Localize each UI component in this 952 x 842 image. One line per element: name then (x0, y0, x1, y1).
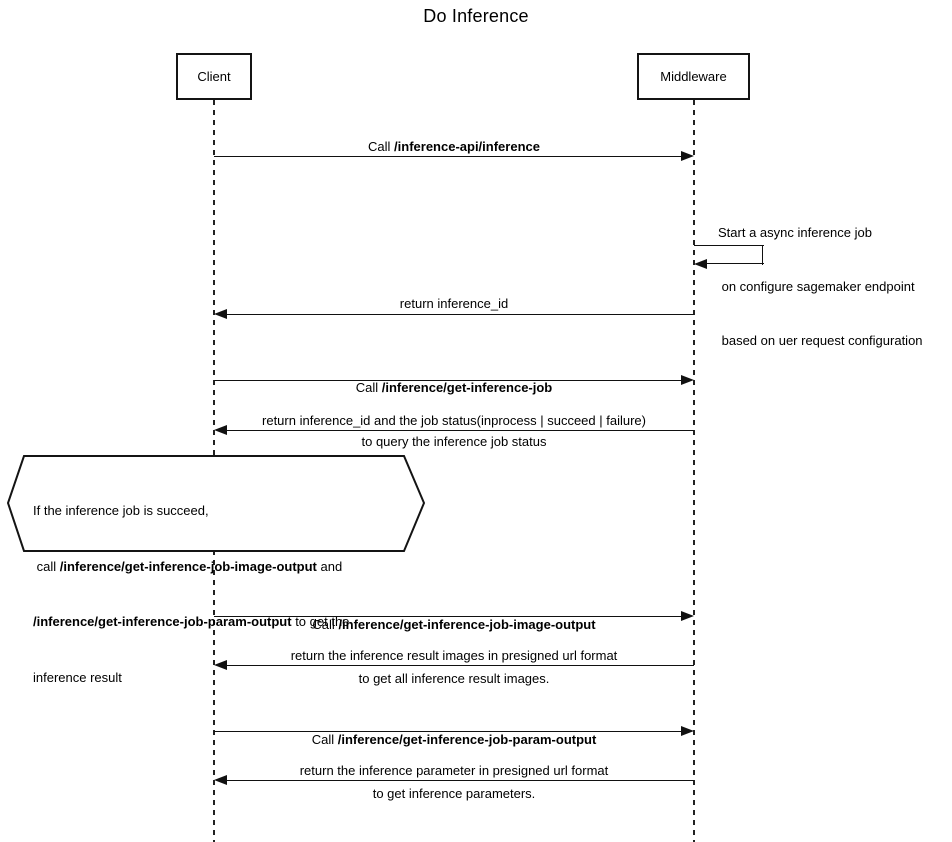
message-text-bold: /inference/get-inference-job-image-outpu… (338, 617, 596, 632)
message-arrow-return-images (227, 665, 694, 666)
conditional-note-shape (6, 455, 426, 552)
message-line: Call /inference/get-inference-job-param-… (214, 731, 694, 749)
message-arrow-return-params (227, 780, 694, 781)
self-message-line: Start a async inference job (718, 225, 872, 240)
conditional-note-text: If the inference job is succeed, call /i… (33, 465, 349, 724)
message-arrow-call-inference (214, 156, 681, 157)
message-label-call-param-output: Call /inference/get-inference-job-param-… (214, 695, 694, 839)
arrowhead-left-icon (214, 660, 227, 671)
message-label-return-inference-id: return inference_id (399, 296, 509, 311)
self-message-label: Start a async inference job on configure… (718, 188, 923, 386)
message-arrow-return-job-status (227, 430, 694, 431)
message-arrow-call-get-job (214, 380, 681, 381)
self-loop-top-segment (694, 245, 764, 247)
message-label-call-inference: Call /inference-api/inference (214, 138, 694, 156)
note-text: to get the (291, 614, 350, 629)
message-text: Call (311, 732, 338, 747)
arrowhead-right-icon (681, 611, 694, 622)
message-label-return-images: return the inference result images in pr… (290, 648, 618, 663)
self-message-line: based on uer request configuration (718, 333, 923, 348)
message-text: Call (355, 380, 382, 395)
note-line: If the inference job is succeed, (33, 503, 209, 518)
note-text-bold: /inference/get-inference-job-param-outpu… (33, 614, 292, 629)
note-text: and (316, 558, 343, 574)
actor-client: Client (176, 53, 252, 100)
note-line: inference result (33, 669, 122, 685)
message-line: to get all inference result images. (358, 671, 550, 686)
diagram-title: Do Inference (423, 6, 529, 26)
arrowhead-right-icon (681, 726, 694, 737)
message-arrow-call-param-output (214, 731, 681, 732)
note-text-bold: /inference/get-inference-job-image-outpu… (59, 558, 317, 574)
message-label-call-image-output: Call /inference/get-inference-job-image-… (214, 580, 694, 724)
message-label-return-job-status: return inference_id and the job status(i… (262, 413, 646, 428)
middleware-lifeline (692, 100, 695, 842)
message-arrow-call-image-output (214, 616, 681, 617)
actor-middleware-label: Middleware (660, 69, 727, 84)
arrowhead-left-icon (214, 309, 227, 320)
message-label-call-get-job: Call /inference/get-inference-job to que… (214, 343, 694, 487)
message-line: Call /inference/get-inference-job-image-… (214, 616, 694, 634)
actor-client-label: Client (197, 69, 231, 84)
arrowhead-left-icon (214, 775, 227, 786)
arrowhead-right-icon (681, 375, 694, 386)
self-message-line: on configure sagemaker endpoint (718, 279, 915, 294)
self-loop-right-segment (762, 245, 764, 265)
message-label-return-params: return the inference parameter in presig… (299, 763, 609, 778)
message-line: to get inference parameters. (372, 786, 536, 801)
arrowhead-left-icon (694, 258, 707, 269)
note-line: call /inference/get-inference-job-image-… (33, 558, 349, 577)
message-text-bold: /inference/get-inference-job-param-outpu… (337, 732, 597, 747)
message-text-bold: /inference/get-inference-job (381, 380, 553, 395)
note-line: /inference/get-inference-job-param-outpu… (33, 613, 349, 632)
note-text: call (33, 558, 60, 574)
message-line: Call /inference/get-inference-job (214, 379, 694, 397)
message-text-bold: /inference-api/inference (394, 139, 540, 154)
message-line: to query the inference job status (361, 434, 547, 449)
actor-middleware: Middleware (637, 53, 750, 100)
arrowhead-left-icon (214, 425, 227, 436)
self-loop-bottom-segment (707, 263, 764, 265)
message-text: Call (312, 617, 339, 632)
arrowhead-right-icon (681, 151, 694, 162)
message-arrow-return-inference-id (227, 314, 694, 315)
message-text: Call (368, 139, 395, 154)
